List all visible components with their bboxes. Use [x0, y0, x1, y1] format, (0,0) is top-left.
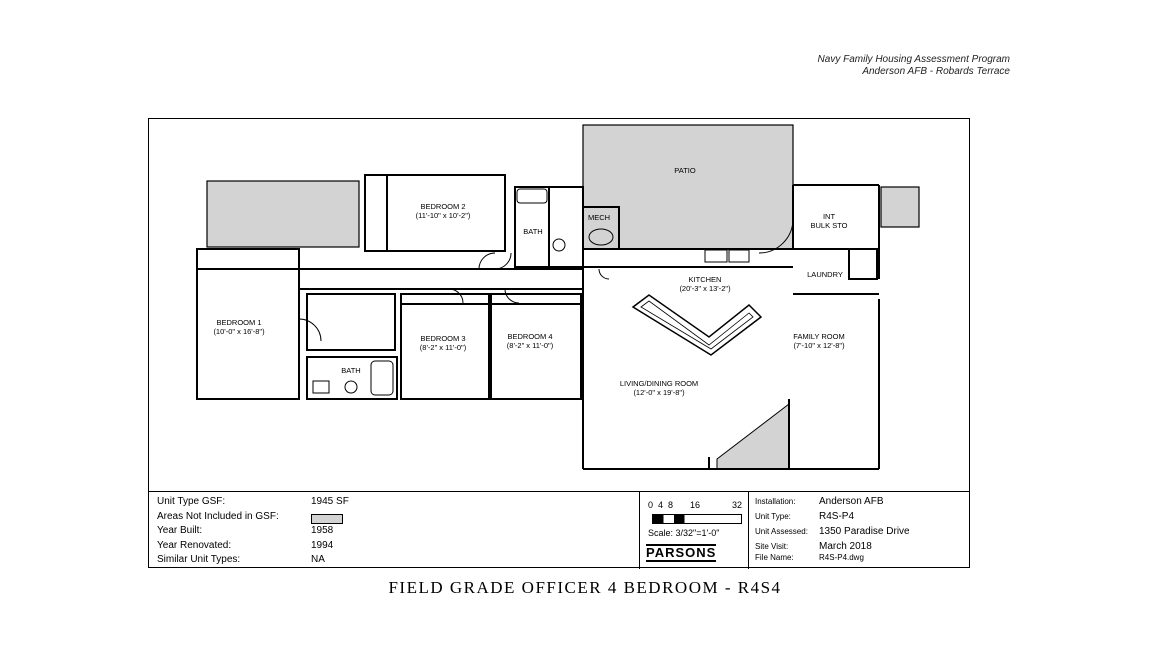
- door-swings: [298, 218, 794, 342]
- spec-row-gsf: Unit Type GSF: 1945 SF: [157, 496, 349, 507]
- bedroom3-dimensions: (8'-2" x 11'-0"): [420, 343, 467, 352]
- right-excluded-area: [880, 186, 920, 228]
- mech-label: MECH: [588, 213, 610, 222]
- plan-caption: FIELD GRADE OFFICER 4 BEDROOM - R4S4: [388, 578, 782, 597]
- scale-block: 0 4 8 16 32 Scale: 3/32"=1'-0" PARSONS: [639, 492, 749, 569]
- walls: [196, 174, 880, 470]
- scale-bar: [652, 514, 742, 524]
- floor-plan-drawing: PATIO INT BULK STO BEDROOM 2 (11'-10" x …: [196, 124, 920, 470]
- int-bulk-sto-label-1: INT: [823, 212, 836, 221]
- living-dining-dimensions: (12'-0" x 19'-8"): [633, 388, 685, 397]
- floor-plan-sheet: PATIO INT BULK STO BEDROOM 2 (11'-10" x …: [148, 118, 970, 569]
- bedroom4-dimensions: (8'-2" x 11'-0"): [507, 341, 554, 350]
- scale-text: Scale: 3/32"=1'-0": [648, 528, 720, 538]
- spec-row-year-renovated: Year Renovated: 1994: [157, 539, 334, 551]
- int-bulk-sto-label-2: BULK STO: [811, 221, 848, 230]
- program-header: Navy Family Housing Assessment Program A…: [818, 54, 1010, 78]
- installation-value: Anderson AFB: [819, 496, 884, 507]
- kitchen-island: [631, 294, 763, 356]
- excluded-area-swatch: [311, 513, 343, 524]
- title-block: Unit Type GSF: 1945 SF Areas Not Include…: [149, 491, 969, 569]
- site-visit-value: March 2018: [819, 541, 872, 552]
- bedroom2-dimensions: (11'-10" x 10'-2"): [416, 211, 471, 220]
- patio-label: PATIO: [674, 166, 696, 175]
- bedroom2-label: BEDROOM 2: [420, 202, 465, 211]
- family-room-dimensions: (7'-10" x 12'-8"): [793, 341, 845, 350]
- unit-assessed-value: 1350 Paradise Drive: [819, 526, 910, 537]
- bedroom1-label: BEDROOM 1: [216, 318, 261, 327]
- spec-row-excluded: Areas Not Included in GSF:: [157, 511, 487, 526]
- bedroom1-dimensions: (10'-0" x 16'-8"): [213, 327, 265, 336]
- spec-row-year-built: Year Built: 1958: [157, 525, 334, 536]
- program-title: Navy Family Housing Assessment Program: [817, 54, 1010, 65]
- patio-area: [582, 124, 794, 250]
- kitchen-island-inner: [640, 300, 754, 350]
- unit-specs: Unit Type GSF: 1945 SF Areas Not Include…: [157, 496, 487, 569]
- bath-lower-label: BATH: [341, 366, 360, 375]
- family-room-label: FAMILY ROOM: [793, 332, 844, 341]
- entry-excluded-area: [716, 402, 790, 470]
- bedroom4-label: BEDROOM 4: [507, 332, 552, 341]
- unit-info: Installation: Anderson AFB Unit Type: R4…: [755, 496, 910, 562]
- bedroom3-label: BEDROOM 3: [420, 334, 465, 343]
- parsons-logo: PARSONS: [646, 544, 717, 562]
- unit-type-value: R4S-P4: [819, 511, 855, 522]
- kitchen-label: KITCHEN: [689, 275, 722, 284]
- fixtures: [312, 188, 750, 396]
- spec-row-similar: Similar Unit Types: NA: [157, 554, 325, 565]
- bath-upper-label: BATH: [523, 227, 542, 236]
- kitchen-dimensions: (20'-3" x 13'-2"): [679, 284, 731, 293]
- left-excluded-area: [206, 180, 360, 248]
- file-name-value: R4S-P4.dwg: [819, 553, 864, 562]
- program-location: Anderson AFB - Robards Terrace: [862, 66, 1010, 77]
- laundry-label: LAUNDRY: [807, 270, 843, 279]
- living-dining-label: LIVING/DINING ROOM: [620, 379, 698, 388]
